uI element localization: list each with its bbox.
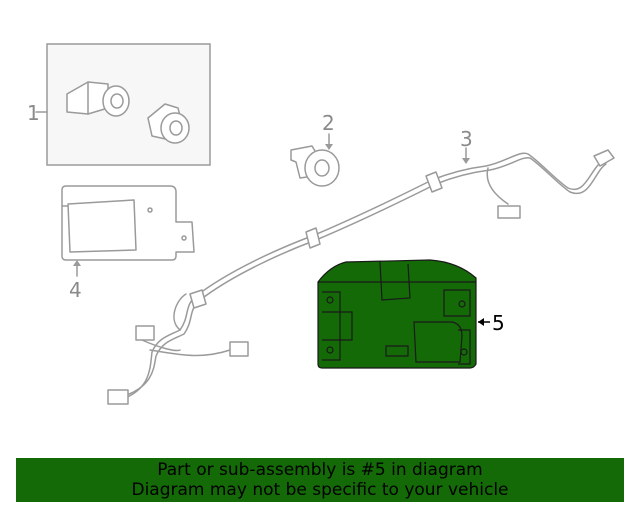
part-5-parking-aid-module[interactable] (317, 259, 477, 369)
callout-3-label: 3 (460, 127, 473, 151)
callout-5-arrow (478, 318, 484, 326)
part-4-bracket[interactable] (61, 185, 195, 261)
info-banner-background (16, 458, 624, 502)
part-2-retainer[interactable] (290, 145, 340, 187)
callout-4-label: 4 (69, 278, 82, 302)
callout-2-arrow (325, 144, 333, 150)
parking-sensor-illustration (66, 81, 190, 144)
part-3-wiring-harness[interactable] (107, 149, 615, 405)
callout-3-arrow (462, 158, 470, 164)
callout-4-arrow (73, 260, 81, 266)
banner-line-part-number: Part or sub-assembly is #5 in diagram (157, 460, 483, 480)
banner-line-disclaimer: Diagram may not be specific to your vehi… (131, 480, 509, 500)
callout-2-label: 2 (322, 111, 335, 135)
part-1-sensor-kit[interactable] (46, 43, 211, 166)
callout-5-label: 5 (492, 311, 505, 335)
info-banner: Part or sub-assembly is #5 in diagram Di… (16, 458, 624, 502)
callout-1-label: 1 (27, 101, 40, 125)
